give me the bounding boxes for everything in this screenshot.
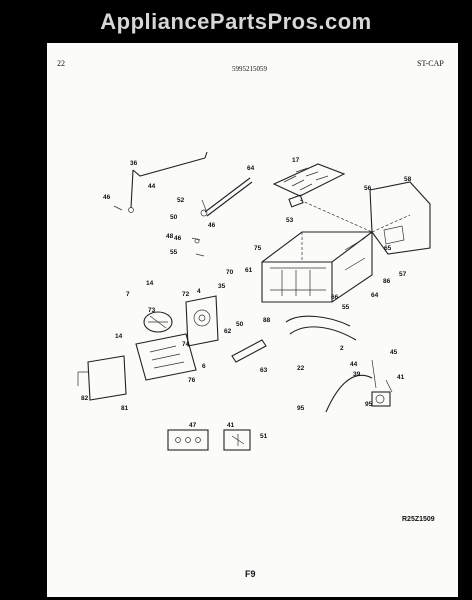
section-code: ST-CAP [417,59,444,68]
callout: 58 [404,176,412,183]
callout: 7 [126,291,130,298]
callout: 50 [236,321,244,328]
callout: 44 [148,183,156,190]
callout: 47 [189,422,197,429]
callout: 55 [170,249,178,256]
control-board [135,333,197,381]
back-cover-plate [369,181,431,255]
shutoff-arm [231,339,267,363]
callout: 72 [182,291,190,298]
diagram-sheet: 22 5995215059 ST-CAP R25Z1509 F9 [47,43,458,597]
callout: 46 [103,194,111,201]
water-valve [325,359,393,413]
callout: 48 [166,233,174,240]
callout: 75 [254,245,262,252]
callout: 2 [340,345,344,352]
callout: 61 [245,267,253,274]
callout: 66 [331,294,339,301]
callout: 45 [390,349,398,356]
part-detail-boxes [167,429,251,451]
callout: 95 [365,401,373,408]
callout: 57 [399,271,407,278]
ice-mold-housing [261,199,411,303]
callout: 51 [260,433,268,440]
callout: 52 [177,197,185,204]
callout: 63 [260,367,268,374]
callout: 81 [121,405,129,412]
callout: 88 [263,317,271,324]
callout: 56 [364,185,372,192]
callout: 65 [384,245,392,252]
callout: 64 [247,165,255,172]
callout: 82 [81,395,89,402]
callout: 41 [227,422,235,429]
gear-plate [185,295,219,347]
callout: 62 [224,328,232,335]
callout: 41 [397,374,405,381]
ice-tray [272,163,346,208]
wire-harness [285,315,357,341]
callout: 35 [218,283,226,290]
callout: 74 [182,341,190,348]
callout: 55 [342,304,350,311]
mounting-bracket [77,355,127,401]
watermark: AppliancePartsPros.com [100,9,372,34]
callout: 6 [202,363,206,370]
callout: 86 [383,278,391,285]
callout: 44 [350,361,358,368]
motor [143,311,173,333]
callout: 70 [226,269,234,276]
page-code: F9 [245,569,256,579]
ejector-shaft [204,177,253,217]
callout: 46 [174,235,182,242]
callout: 14 [146,280,154,287]
callout: 64 [371,292,379,299]
callout-labels: 36 44 46 64 17 52 53 50 48 46 46 55 58 6… [81,157,412,440]
part-number: 5995215059 [232,65,267,73]
callout: 95 [297,405,305,412]
callout: 22 [297,365,305,372]
small-hardware [113,199,208,257]
callout: 39 [353,371,361,378]
callout: 4 [197,288,201,295]
page-number: 22 [57,59,65,68]
callout: 73 [148,307,156,314]
bail-arm [128,151,208,213]
callout: 53 [286,217,294,224]
callout: 76 [188,377,196,384]
callout: 50 [170,214,178,221]
callout: 36 [130,160,138,167]
callout: 17 [292,157,300,164]
callout: 14 [115,333,123,340]
drawing-code: R25Z1509 [402,516,435,523]
callout: 46 [208,222,216,229]
